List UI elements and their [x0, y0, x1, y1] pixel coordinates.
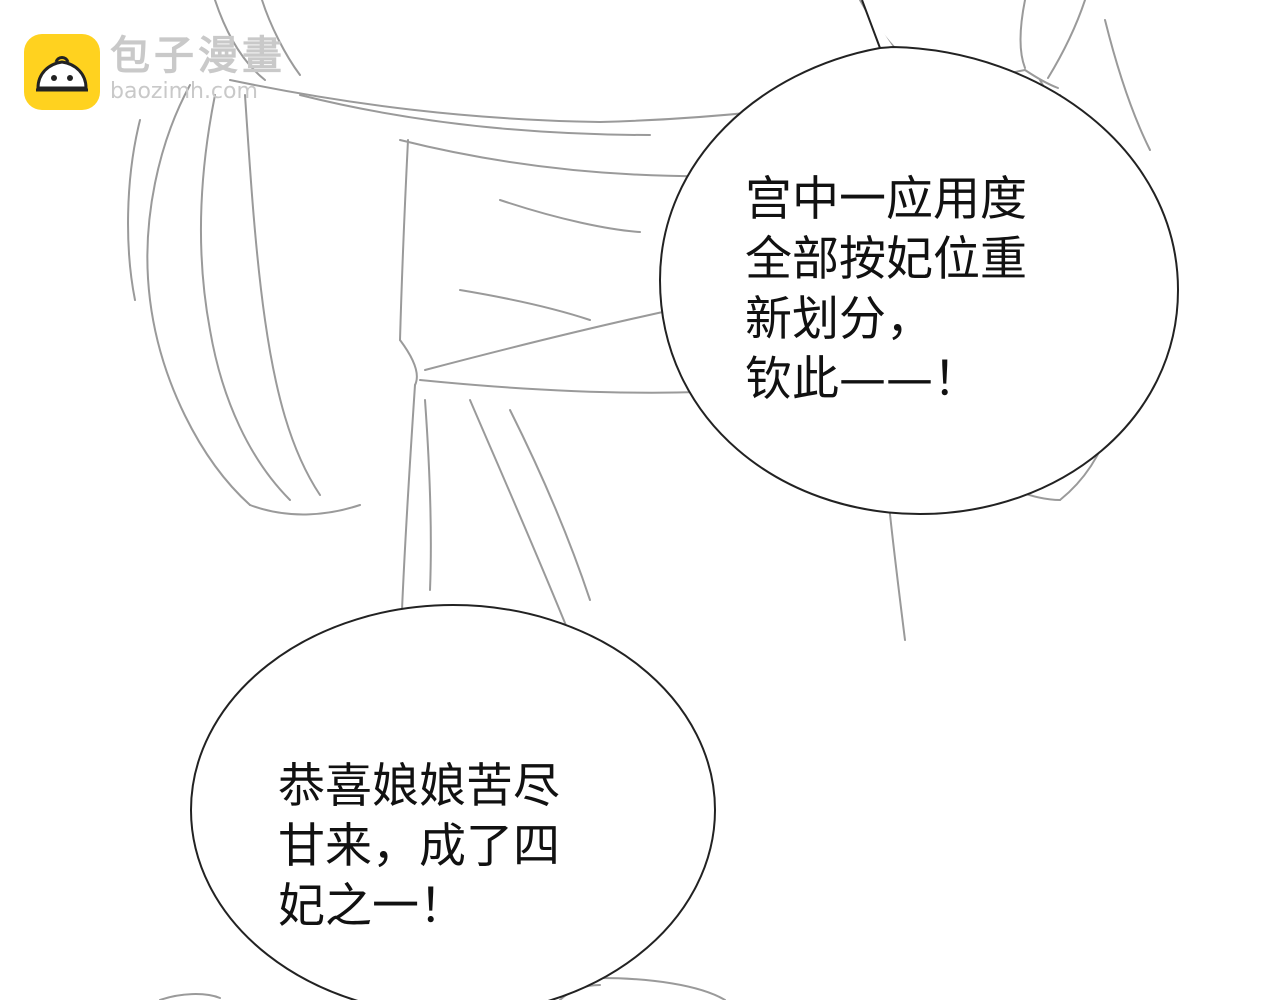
watermark-logo: 包子漫畫 baozimh.com	[24, 34, 286, 110]
watermark-name: 包子漫畫	[110, 33, 286, 79]
bun-mascot-icon	[24, 34, 100, 110]
speech-bubble-edict	[658, 0, 1180, 516]
watermark-text: 包子漫畫 baozimh.com	[110, 34, 286, 104]
bubble-edict-text: 宫中一应用度 全部按妃位重 新划分， 钦此——！	[745, 172, 1027, 407]
bubble-congrats-text: 恭喜娘娘苦尽 甘来，成了四 妃之一！	[278, 759, 560, 934]
watermark-url: baozimh.com	[110, 79, 258, 104]
speech-bubbles	[190, 0, 1180, 1000]
speech-bubble-congrats	[190, 604, 716, 1000]
